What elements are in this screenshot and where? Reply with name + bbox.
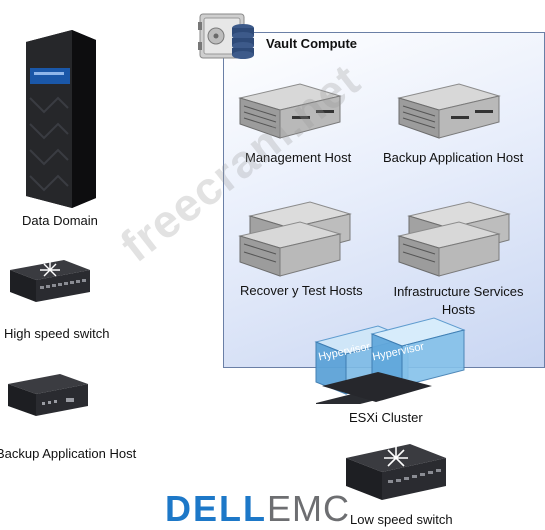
low-speed-switch-label: Low speed switch	[350, 512, 453, 527]
infrastructure-services-hosts-label: Infrastructure Services Hosts	[386, 283, 531, 319]
server-icon	[238, 201, 352, 277]
high-speed-switch-label: High speed switch	[4, 326, 110, 341]
database-icon	[232, 24, 254, 59]
rack-server-icon	[26, 30, 96, 208]
management-host-label: Management Host	[245, 150, 352, 165]
server-icon	[397, 201, 511, 277]
emc-logo: EMC	[267, 488, 350, 529]
infrastructure-services-line1: Infrastructure Services	[393, 284, 524, 299]
vault-compute-zone	[223, 32, 545, 368]
esxi-cluster-label: ESXi Cluster	[349, 410, 423, 425]
data-domain-label: Data Domain	[22, 213, 98, 228]
vault-compute-title: Vault Compute	[266, 36, 358, 51]
dell-logo: DELL	[165, 488, 267, 529]
backup-application-host-vault-label: Backup Application Host	[383, 150, 524, 165]
server-icon	[397, 83, 501, 139]
recovery-test-hosts-label: Recover y Test Hosts	[240, 283, 363, 298]
infrastructure-services-line2: Hosts	[441, 302, 476, 317]
switch-icon	[346, 444, 446, 500]
switch-icon	[10, 260, 90, 302]
backup-application-host-left-label: Backup Application Host	[0, 446, 137, 461]
server-icon	[8, 374, 88, 416]
server-icon	[238, 83, 342, 139]
hypervisor-server-icon	[314, 317, 466, 404]
